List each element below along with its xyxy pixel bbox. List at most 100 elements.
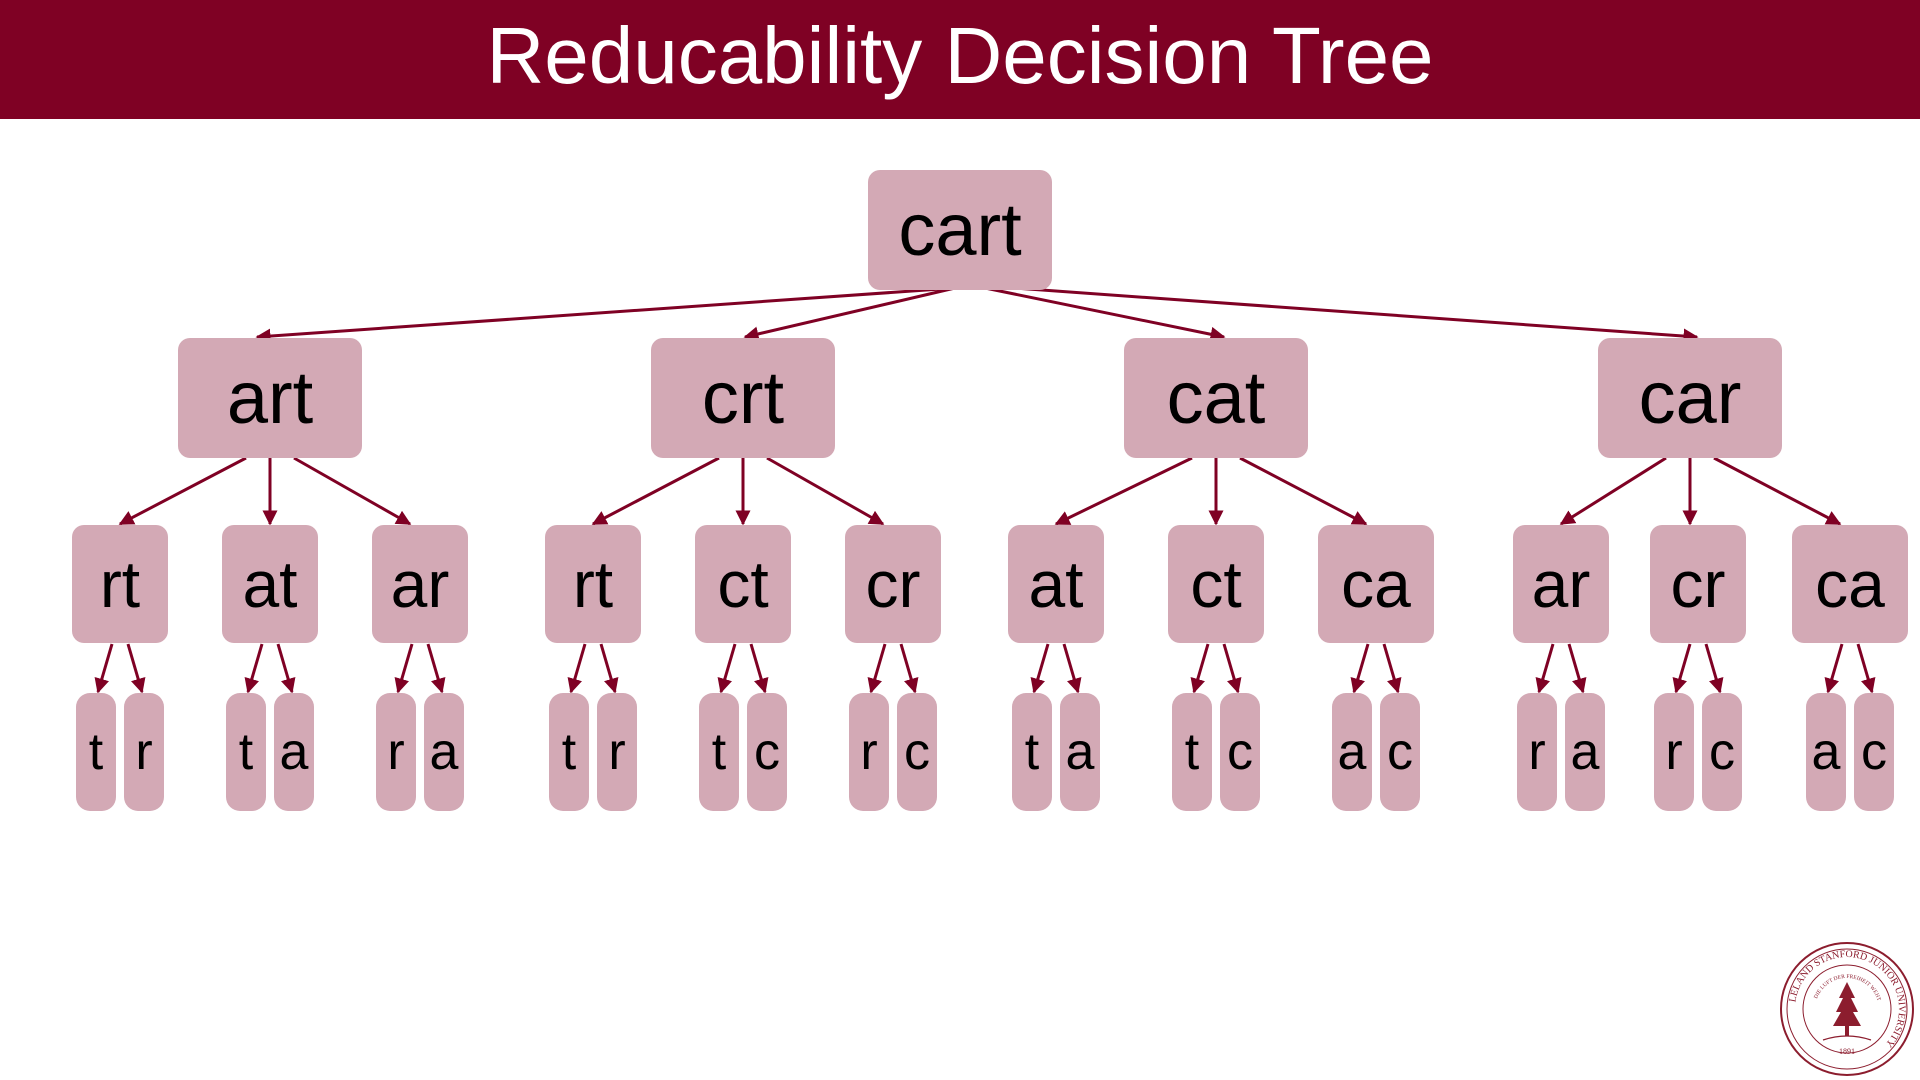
slide-title: Reducability Decision Tree xyxy=(486,10,1434,100)
level3-node-label: t xyxy=(1024,723,1040,781)
tree-edge xyxy=(1535,643,1555,694)
level3-node-label: r xyxy=(608,723,626,781)
level2-node: ca xyxy=(1318,525,1434,643)
tree-edge xyxy=(1350,643,1370,694)
level3-node: t xyxy=(699,693,739,811)
tree-edge xyxy=(1856,643,1876,694)
tree-edge xyxy=(567,643,587,694)
tree-edge xyxy=(118,456,247,526)
level1-node-label: cat xyxy=(1166,356,1266,439)
level1-node-label: crt xyxy=(701,356,785,439)
level2-node: ct xyxy=(695,525,791,643)
tree-edge xyxy=(293,456,412,526)
level3-node-label: c xyxy=(1387,723,1413,781)
level3-node-label: t xyxy=(711,723,727,781)
tree-edge xyxy=(591,456,720,526)
level3-node: a xyxy=(1806,693,1846,811)
level3-node: a xyxy=(274,693,314,811)
seal-year: 1891 xyxy=(1839,1047,1855,1056)
level2-node: at xyxy=(1008,525,1104,643)
level3-node-label: r xyxy=(1665,723,1683,781)
tree-edge xyxy=(743,286,956,342)
level1-node: cat xyxy=(1124,338,1308,458)
level3-node-label: c xyxy=(754,723,780,781)
level3-node: c xyxy=(747,693,787,811)
level3-node: t xyxy=(1172,693,1212,811)
tree-edge xyxy=(1062,643,1082,694)
tree-edge xyxy=(244,643,264,694)
tree-edge xyxy=(1190,643,1210,694)
level2-node: ar xyxy=(1513,525,1609,643)
level2-node-label: ca xyxy=(1815,547,1885,621)
level3-node: r xyxy=(124,693,164,811)
tree-edge xyxy=(1030,643,1050,694)
level3-node-label: a xyxy=(1337,723,1367,781)
tree-edge xyxy=(1672,643,1692,694)
tree-edge xyxy=(1054,456,1193,526)
level2-node-label: ar xyxy=(390,547,450,621)
level3-node: r xyxy=(1517,693,1557,811)
level3-node-label: c xyxy=(1227,723,1253,781)
tree-edge xyxy=(255,286,956,344)
level3-node-label: a xyxy=(1065,723,1095,781)
tree-edge xyxy=(599,643,619,694)
tree-edge xyxy=(94,643,114,694)
tree-edge xyxy=(899,643,919,694)
level2-node-label: ct xyxy=(1190,547,1242,621)
tree-edge xyxy=(1222,643,1242,694)
level2-node: cr xyxy=(845,525,941,643)
level3-node-label: a xyxy=(1570,723,1600,781)
root-node: cart xyxy=(868,170,1052,290)
tree-edge xyxy=(1704,643,1724,694)
tree-edge xyxy=(1567,643,1587,694)
tree-edge xyxy=(717,643,737,694)
tree-edge xyxy=(1239,456,1368,526)
level2-node: ca xyxy=(1792,525,1908,643)
level2-node-label: cr xyxy=(1670,547,1726,621)
level3-node-label: r xyxy=(860,723,878,781)
level3-node-label: t xyxy=(561,723,577,781)
level2-node-label: ct xyxy=(717,547,769,621)
level3-node: a xyxy=(424,693,464,811)
tree-edge xyxy=(276,643,296,694)
level1-node: crt xyxy=(651,338,835,458)
level3-node-label: c xyxy=(1709,723,1735,781)
level3-node: r xyxy=(1654,693,1694,811)
tree-edge xyxy=(1559,456,1667,526)
level2-node-label: ca xyxy=(1341,547,1411,621)
tree-edge xyxy=(867,643,887,694)
level2-node: ct xyxy=(1168,525,1264,643)
level2-node-label: cr xyxy=(865,547,921,621)
level1-node: car xyxy=(1598,338,1782,458)
level3-node-label: a xyxy=(279,723,309,781)
level3-node-label: r xyxy=(1528,723,1546,781)
level1-node-label: car xyxy=(1638,356,1742,439)
tree-edge xyxy=(1824,643,1844,694)
level3-node: t xyxy=(1012,693,1052,811)
level1-node: art xyxy=(178,338,362,458)
university-seal-icon: LELAND STANFORD JUNIOR UNIVERSITY DIE LU… xyxy=(1780,942,1914,1076)
level3-node-label: t xyxy=(238,723,254,781)
level3-node: r xyxy=(376,693,416,811)
level3-node: c xyxy=(897,693,937,811)
level3-node: a xyxy=(1332,693,1372,811)
level3-node-label: c xyxy=(1861,723,1887,781)
level2-node: at xyxy=(222,525,318,643)
level3-node: t xyxy=(226,693,266,811)
tree-edge xyxy=(749,643,769,694)
level3-node-label: a xyxy=(1811,723,1841,781)
level3-node: r xyxy=(849,693,889,811)
level3-node: t xyxy=(76,693,116,811)
level2-node: cr xyxy=(1650,525,1746,643)
level2-node: rt xyxy=(545,525,641,643)
level3-node: c xyxy=(1854,693,1894,811)
tree-edge xyxy=(766,456,885,526)
level3-node: a xyxy=(1565,693,1605,811)
level3-node-label: r xyxy=(135,723,153,781)
level2-node: rt xyxy=(72,525,168,643)
level3-node-label: t xyxy=(1184,723,1200,781)
level3-node: t xyxy=(549,693,589,811)
level3-node: a xyxy=(1060,693,1100,811)
